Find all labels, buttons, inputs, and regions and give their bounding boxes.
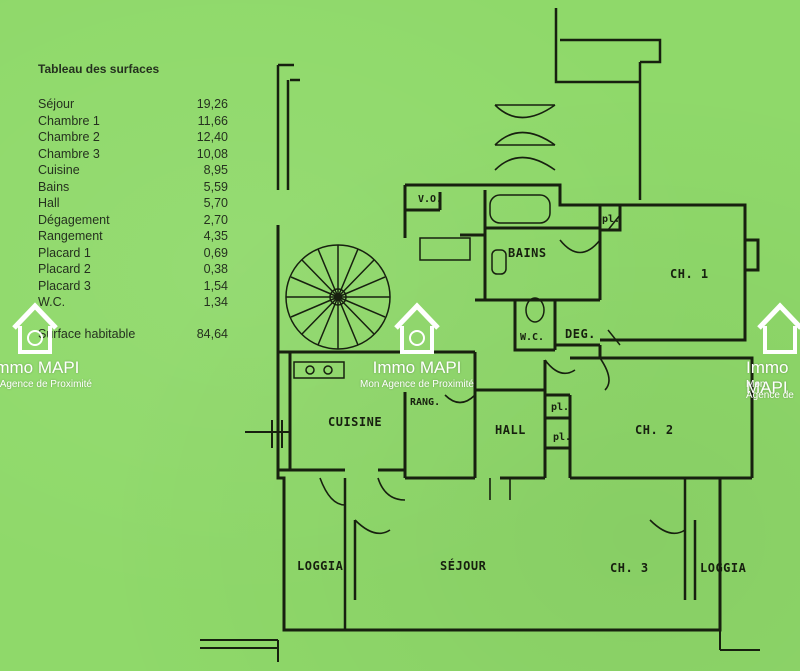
room-label-ch2: CH. 2 (635, 423, 674, 437)
watermark-brand: Immo MAPI (372, 358, 462, 377)
watermark-tagline: Mon Agence de Proximité (0, 379, 92, 390)
surface-row-value: 12,40 (196, 130, 228, 144)
surface-total-value: 84,64 (196, 326, 228, 341)
watermark-right: Immo MAPI Mon Agence de Proximité (740, 300, 800, 400)
surface-row: Chambre 1 11,66 (38, 113, 228, 130)
surface-row: Chambre 2 12,40 (38, 129, 228, 146)
surface-table-title: Tableau des surfaces (38, 62, 160, 76)
surface-row-value: 8,95 (203, 163, 228, 177)
surface-row-value: 4,35 (203, 229, 228, 243)
room-label-loggia-left: LOGGIA (297, 559, 344, 573)
surface-row-value: 5,70 (203, 196, 228, 210)
surface-row-label: Chambre 1 (38, 113, 100, 128)
surface-row: Placard 2 0,38 (38, 261, 228, 278)
surface-row-label: Séjour (38, 97, 75, 111)
surface-row-label: Placard 2 (38, 262, 91, 276)
surface-row-label: Placard 3 (38, 278, 91, 293)
room-label-hall: HALL (495, 423, 526, 437)
surface-row: Cuisine 8,95 (38, 162, 228, 179)
surface-row-label: Bains (38, 179, 70, 194)
room-label-bains: BAINS (508, 246, 547, 260)
watermark-tagline: Mon Agence de Proximité (746, 379, 794, 400)
surface-row: Chambre 3 10,08 (38, 146, 228, 163)
room-label-loggia-right: LOGGIA (700, 561, 747, 575)
surface-row-value: 0,69 (203, 245, 228, 260)
surface-row-value: 1,54 (203, 278, 228, 293)
room-label-wc: W.C. (520, 332, 544, 343)
surface-row: Placard 3 1,54 (38, 278, 228, 295)
surface-row: Rangement 4,35 (38, 228, 228, 245)
house-key-icon (757, 302, 800, 354)
surface-row: Hall 5,70 (38, 195, 228, 212)
surface-total-label: Surface habitable (38, 326, 136, 341)
watermark-left: Immo MAPI Mon Agence de Proximité (0, 300, 100, 400)
surface-row-value: 0,38 (203, 262, 228, 276)
surface-row-label: Chambre 3 (38, 146, 100, 161)
surface-row-label: Dégagement (38, 212, 110, 227)
plan-walls (200, 8, 760, 662)
surface-total-row: Surface habitable 84,64 (38, 326, 228, 343)
watermark-center: Immo MAPI Mon Agence de Proximité (352, 300, 482, 400)
surface-row-value: 11,66 (197, 113, 228, 128)
spiral-staircase (285, 244, 391, 350)
watermark-brand: Immo MAPI (746, 358, 789, 397)
surface-row-label: Hall (38, 196, 60, 210)
room-label-ch1: CH. 1 (670, 267, 709, 281)
surface-row-label: W.C. (38, 295, 66, 309)
surface-row-label: Chambre 2 (38, 130, 100, 144)
surface-row: Séjour 19,26 (38, 96, 228, 113)
surface-row-value: 19,26 (196, 97, 228, 111)
room-label-sejour: SÉJOUR (440, 558, 487, 573)
surface-row-value: 2,70 (203, 212, 228, 227)
room-label-ch3: CH. 3 (610, 561, 649, 575)
room-label-cuisine: CUISINE (328, 415, 382, 429)
room-label-rang: RANG. (410, 397, 440, 408)
surface-row: Dégagement 2,70 (38, 212, 228, 229)
watermark-brand: Immo MAPI (0, 358, 80, 377)
room-label-placard-mid1: pl. (551, 402, 569, 413)
surface-row-label: Placard 1 (38, 245, 91, 260)
surface-row-value: 5,59 (203, 179, 228, 194)
surface-row: W.C. 1,34 (38, 294, 228, 311)
surface-row-label: Cuisine (38, 163, 80, 177)
surface-row: Placard 1 0,69 (38, 245, 228, 262)
surface-row: Bains 5,59 (38, 179, 228, 196)
surface-row-value: 1,34 (203, 295, 228, 309)
room-label-deg: DEG. (565, 327, 596, 341)
watermark-tagline: Mon Agence de Proximité (360, 379, 474, 390)
house-key-icon (394, 302, 440, 354)
house-key-icon (12, 302, 58, 354)
surface-row-label: Rangement (38, 229, 103, 243)
door-swings (319, 104, 686, 535)
room-label-vo: V.O. (418, 194, 442, 205)
room-label-placard-top: pl. (602, 214, 620, 225)
plan-fixtures (293, 194, 621, 379)
room-label-placard-mid2: pl. (553, 432, 571, 443)
surface-row-value: 10,08 (196, 146, 228, 161)
